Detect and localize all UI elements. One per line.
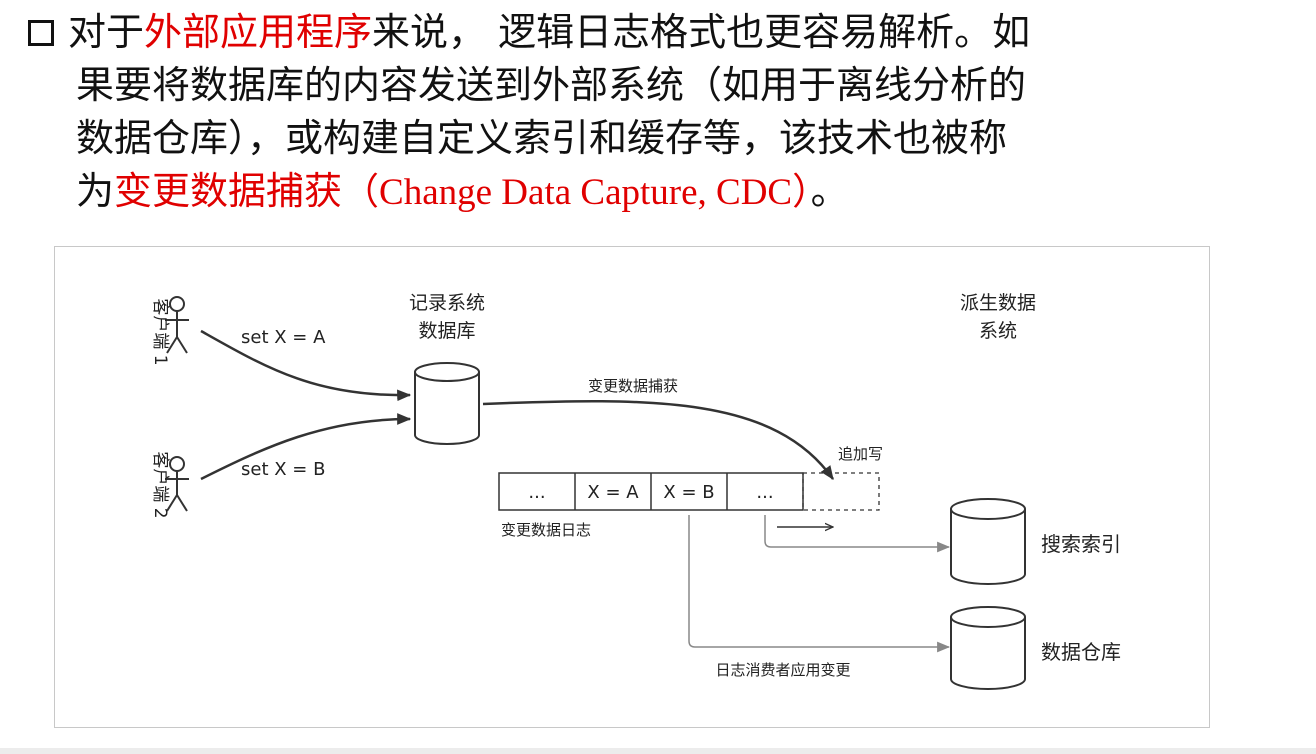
client-2-command: set X = B xyxy=(241,459,325,480)
cdc-figure: 客户端 1 set X = A 客户端 2 set X = B 记录系统 数据库 xyxy=(54,246,1210,728)
database-cylinder-icon xyxy=(414,362,480,445)
intro-text: 。 xyxy=(810,169,849,213)
intro-text: 来说， 逻辑日志格式也更容易解析。如 xyxy=(372,10,1031,54)
highlight-cdc-english: （Change Data Capture, CDC） xyxy=(342,172,811,213)
intro-line-3: 数据仓库），或构建自定义索引和缓存等，该技术也被称 xyxy=(76,116,1008,160)
client-1-label: 客户端 1 xyxy=(150,298,170,365)
data-warehouse-label: 数据仓库 xyxy=(1041,640,1121,664)
person-icon xyxy=(165,296,189,354)
highlight-external-apps: 外部应用程序 xyxy=(144,10,373,54)
data-warehouse: 数据仓库 xyxy=(950,606,1121,690)
write-arrow-2 xyxy=(200,413,412,481)
person-icon xyxy=(165,456,189,512)
log-cell: ... xyxy=(756,482,773,503)
client-2-label: 客户端 2 xyxy=(150,451,170,518)
to-warehouse-arrow xyxy=(688,515,951,653)
log-cell: X = B xyxy=(663,482,714,503)
log-cell: X = A xyxy=(587,482,639,503)
derived-title-2: 系统 xyxy=(979,320,1017,342)
intro-text: 为 xyxy=(76,169,115,213)
bottom-divider xyxy=(0,748,1316,754)
intro-paragraph: 对于外部应用程序来说， 逻辑日志格式也更容易解析。如 果要将数据库的内容发送到外… xyxy=(28,6,1298,219)
client-1: 客户端 1 set X = A xyxy=(150,296,412,402)
client-2: 客户端 2 set X = B xyxy=(150,413,412,519)
intro-line-4: 为变更数据捕获（Change Data Capture, CDC）。 xyxy=(28,165,1298,219)
to-search-index-arrow xyxy=(764,515,951,553)
square-bullet-icon xyxy=(28,20,54,46)
source-db-title-1: 记录系统 xyxy=(409,292,485,314)
client-1-command: set X = A xyxy=(241,327,326,348)
database-cylinder-icon xyxy=(950,498,1026,585)
intro-line-2: 果要将数据库的内容发送到外部系统（如用于离线分析的 xyxy=(76,63,1027,107)
source-database: 记录系统 数据库 xyxy=(409,292,485,445)
cdc-diagram: 客户端 1 set X = A 客户端 2 set X = B 记录系统 数据库 xyxy=(150,292,1121,690)
change-log: ... X = A X = B ... 变更数据日志 xyxy=(498,472,880,539)
database-cylinder-icon xyxy=(950,606,1026,690)
log-cell: ... xyxy=(528,482,545,503)
write-arrow-1 xyxy=(200,329,412,402)
consumer-label: 日志消费者应用变更 xyxy=(715,661,850,679)
append-label: 追加写 xyxy=(838,445,883,463)
source-db-title-2: 数据库 xyxy=(418,320,475,342)
highlight-cdc: 变更数据捕获 xyxy=(114,169,343,213)
search-index: 搜索索引 xyxy=(950,498,1121,585)
change-log-label: 变更数据日志 xyxy=(501,521,591,539)
intro-line-1: 对于外部应用程序来说， 逻辑日志格式也更容易解析。如 xyxy=(28,6,1298,59)
intro-text: 对于 xyxy=(68,10,145,54)
cdc-label: 变更数据捕获 xyxy=(588,377,678,395)
search-index-label: 搜索索引 xyxy=(1041,532,1121,556)
derived-title-1: 派生数据 xyxy=(960,292,1036,314)
cdc-arrow xyxy=(482,399,835,480)
